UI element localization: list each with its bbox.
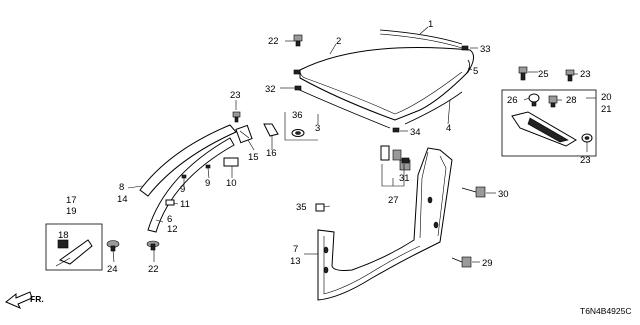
- pin-9-a: [205, 164, 211, 169]
- grommet-36: [291, 129, 305, 137]
- detail-box-17-19: [45, 223, 103, 271]
- roof-molding-strip: [379, 29, 463, 49]
- a-pillar-molding: [139, 124, 237, 233]
- callout-13: 13: [290, 256, 301, 267]
- callout-19: 19: [66, 206, 77, 217]
- roof-panel: [299, 47, 474, 121]
- leader-lines: [112, 26, 596, 263]
- callout-29: 29: [482, 258, 493, 269]
- front-roof-rail: [294, 87, 391, 129]
- callout-7: 7: [293, 244, 298, 255]
- callout-17: 17: [66, 195, 77, 206]
- clip-16: [263, 123, 279, 137]
- callout-15: 15: [248, 152, 259, 163]
- callout-11: 11: [180, 199, 190, 210]
- body-side-pillar: [317, 147, 453, 301]
- front-direction-arrow: FR.: [5, 291, 44, 309]
- callout-8: 8: [119, 182, 124, 193]
- callout-6: 6: [167, 214, 172, 225]
- sub-part-18: [55, 239, 93, 267]
- grommet-24: [106, 240, 120, 252]
- roof-clip-22: [293, 34, 303, 47]
- callout-36: 36: [292, 110, 303, 121]
- quarter-garnish: [511, 111, 577, 147]
- callout-1: 1: [428, 19, 433, 30]
- callout-23-left: 23: [230, 90, 241, 101]
- callout-20: 20: [601, 92, 612, 103]
- diagram-code: T6N4B4925C: [580, 306, 632, 316]
- callout-28: 28: [566, 95, 577, 106]
- bolt-29: [451, 256, 472, 268]
- clip-26: [528, 93, 540, 107]
- callout-9a: 9: [180, 184, 185, 195]
- clip-28: [548, 95, 558, 108]
- callout-32: 32: [265, 84, 276, 95]
- clip-23-left: [232, 111, 241, 123]
- clip-25: [518, 66, 528, 81]
- roof-clip-upper: [293, 69, 301, 75]
- callout-12: 12: [167, 224, 178, 235]
- callout-27: 27: [388, 195, 399, 206]
- part-10: [223, 157, 239, 167]
- part-11: [165, 199, 175, 206]
- garnish-15: [235, 124, 253, 144]
- clip-22-lower: [146, 240, 160, 251]
- callout-5: 5: [473, 66, 478, 77]
- callout-23-right: 23: [580, 69, 591, 80]
- callout-24: 24: [107, 264, 118, 275]
- detail-box-20-21: [501, 89, 597, 157]
- callout-14: 14: [117, 194, 128, 205]
- callout-22-bottom: 22: [148, 264, 159, 275]
- callout-4: 4: [446, 123, 451, 134]
- callout-9b: 9: [205, 178, 210, 189]
- roof-side-rail: [465, 59, 470, 75]
- callout-34: 34: [410, 127, 421, 138]
- callout-22-top: 22: [268, 36, 279, 47]
- front-direction-label: FR.: [30, 294, 44, 304]
- callout-33: 33: [480, 44, 491, 55]
- bracket-3-leader: [284, 112, 318, 141]
- callout-10: 10: [226, 178, 237, 189]
- callout-26: 26: [507, 95, 518, 106]
- part-35: [315, 203, 325, 212]
- bolt-30: [461, 186, 486, 198]
- callout-18: 18: [58, 230, 69, 241]
- callout-16: 16: [266, 148, 277, 159]
- callout-3: 3: [315, 123, 320, 134]
- rear-roof-rail: [404, 91, 463, 125]
- callout-21: 21: [601, 104, 612, 115]
- roof-clip-34: [392, 127, 400, 133]
- pin-9-b: [181, 174, 187, 179]
- grommet-23-lower: [581, 133, 593, 143]
- callout-35: 35: [296, 202, 307, 213]
- callout-2: 2: [336, 36, 341, 47]
- callout-25: 25: [538, 69, 549, 80]
- callout-labels: 1 2 3 4 5 6 7 8 9 9 10 11 12 13 14 15 16…: [58, 19, 612, 275]
- roof-clip-32: [294, 85, 302, 91]
- callout-31: 31: [399, 173, 410, 184]
- bolts-31: [380, 145, 410, 164]
- callout-23-lower: 23: [580, 155, 591, 166]
- callout-30: 30: [498, 189, 509, 200]
- roof-clip-33: [461, 45, 469, 51]
- clip-23-right: [565, 69, 575, 82]
